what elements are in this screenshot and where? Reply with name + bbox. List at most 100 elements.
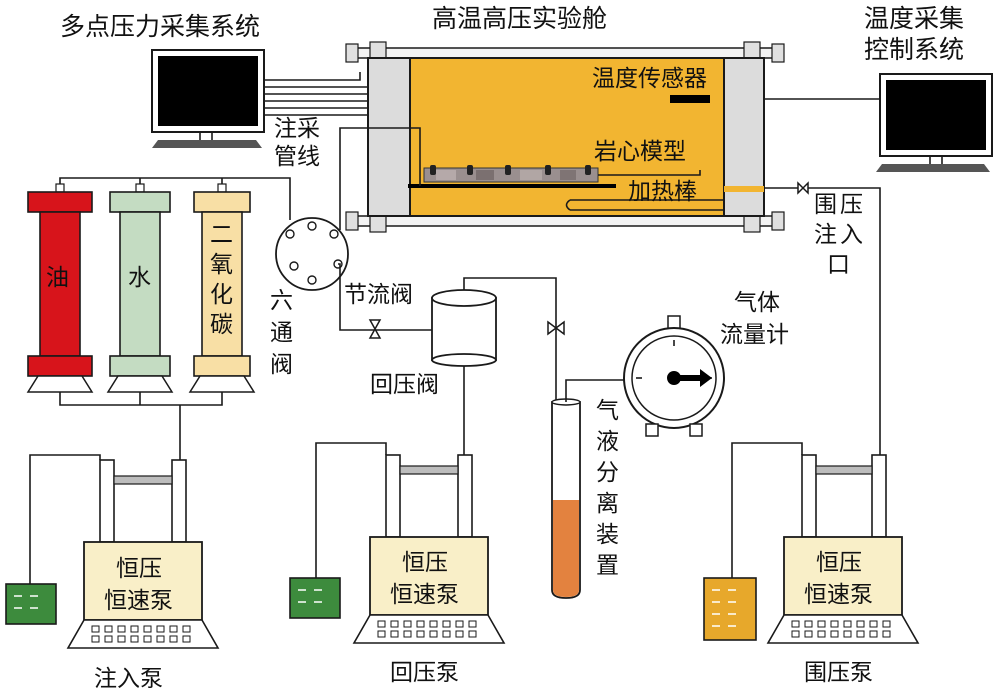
back-pressure-pump-text-2: 恒速泵	[390, 582, 459, 608]
keypad-key	[429, 620, 438, 628]
keypad-key	[830, 620, 839, 628]
keypad-key	[791, 620, 800, 628]
injection-pipe	[339, 127, 421, 230]
co2-cylinder	[188, 183, 256, 393]
flowmeter-label-2: 流量计	[720, 322, 789, 348]
keypad-key	[869, 630, 878, 638]
back-pressure-pump-label: 回压泵	[390, 660, 459, 686]
high-temp-pressure-chamber	[345, 41, 785, 233]
gas-flowmeter-icon	[623, 315, 725, 437]
keypad-key	[468, 620, 477, 628]
separator-pipe	[463, 277, 557, 400]
back-pressure-pump	[352, 454, 506, 644]
keypad-key	[104, 625, 113, 633]
back-pressure-pump-suction	[315, 442, 387, 590]
confining-inlet-label-3: 注	[814, 222, 837, 248]
co2-label-2: 氧	[210, 252, 233, 278]
keypad-key	[843, 620, 852, 628]
injection-pump-text-2: 恒速泵	[104, 588, 173, 614]
confining-pump-suction	[731, 442, 803, 590]
core-model-leader	[598, 170, 701, 176]
confining-pump-text-2: 恒速泵	[804, 582, 873, 608]
heating-rod-label: 加热棒	[628, 179, 697, 205]
separator-label-2: 液	[596, 429, 619, 455]
co2-label-4: 碳	[210, 312, 233, 338]
confining-inlet-label-2: 压	[840, 192, 863, 218]
confining-pump	[766, 454, 920, 644]
keypad-key	[143, 635, 152, 643]
keypad-key	[882, 620, 891, 628]
keypad-key	[791, 630, 800, 638]
cylinder-manifold-top	[59, 177, 291, 220]
chamber-title: 高温高压实验舱	[432, 4, 607, 33]
pressure-system-label: 多点压力采集系统	[60, 12, 260, 41]
pressure-monitor-icon	[151, 49, 265, 148]
injection-pump	[66, 459, 220, 649]
keypad-key	[416, 620, 425, 628]
keypad-key	[869, 620, 878, 628]
injection-pump-text-1: 恒压	[116, 556, 162, 582]
keypad-key	[169, 625, 178, 633]
confining-inlet-label-5: 口	[827, 252, 850, 278]
keypad-key	[91, 625, 100, 633]
water-cylinder	[106, 183, 174, 393]
temp-sensor-label: 温度传感器	[592, 66, 707, 92]
pump-keypads	[91, 620, 891, 643]
keypad-key	[856, 620, 865, 628]
keypad-key	[843, 630, 852, 638]
co2-label-1: 二	[210, 222, 233, 248]
co2-label-3: 化	[210, 282, 233, 308]
keypad-key	[156, 625, 165, 633]
separator-valve-icon	[547, 320, 565, 336]
confining-valve-icon	[797, 181, 809, 195]
keypad-key	[830, 630, 839, 638]
temp-system-label-2: 控制系统	[864, 35, 964, 64]
back-pressure-valve-label: 回压阀	[370, 372, 439, 398]
flowmeter-label-1: 气体	[734, 290, 780, 316]
keypad-key	[169, 635, 178, 643]
six-way-label-1: 六	[270, 288, 293, 314]
keypad-key	[182, 635, 191, 643]
keypad-key	[856, 630, 865, 638]
oil-label: 油	[46, 265, 69, 291]
core-model-label: 岩心模型	[594, 139, 686, 165]
confining-pump-label: 围压泵	[804, 660, 873, 686]
injection-line-label-1: 注采	[274, 116, 320, 142]
confining-reservoir	[703, 577, 757, 641]
keypad-key	[455, 620, 464, 628]
keypad-key	[442, 630, 451, 638]
gas-liquid-separator	[551, 398, 581, 599]
keypad-key	[377, 620, 386, 628]
keypad-key	[442, 620, 451, 628]
keypad-key	[416, 630, 425, 638]
injection-pump-label: 注入泵	[94, 666, 163, 692]
keypad-key	[377, 630, 386, 638]
injection-reservoir	[5, 583, 57, 625]
injection-line-label-2: 管线	[274, 144, 320, 170]
throttle-valve-label: 节流阀	[344, 282, 413, 308]
separator-label-6: 置	[596, 553, 619, 579]
keypad-key	[390, 630, 399, 638]
oil-cylinder	[26, 183, 94, 393]
keypad-key	[182, 625, 191, 633]
separator-label-3: 分	[596, 460, 619, 486]
separator-label-1: 气	[596, 398, 619, 424]
confining-pump-text-1: 恒压	[816, 550, 862, 576]
keypad-key	[104, 635, 113, 643]
back-pressure-pump-text-1: 恒压	[402, 550, 448, 576]
six-way-valve-icon	[275, 217, 349, 291]
six-way-label-2: 通	[270, 320, 293, 346]
keypad-key	[429, 630, 438, 638]
keypad-key	[117, 625, 126, 633]
separator-label-5: 装	[596, 522, 619, 548]
temperature-monitor-icon	[876, 73, 993, 172]
keypad-key	[455, 630, 464, 638]
back-pressure-reservoir	[289, 577, 341, 619]
keypad-key	[882, 630, 891, 638]
keypad-key	[817, 620, 826, 628]
keypad-key	[156, 635, 165, 643]
keypad-key	[403, 620, 412, 628]
keypad-key	[468, 630, 477, 638]
water-label: 水	[128, 265, 151, 291]
